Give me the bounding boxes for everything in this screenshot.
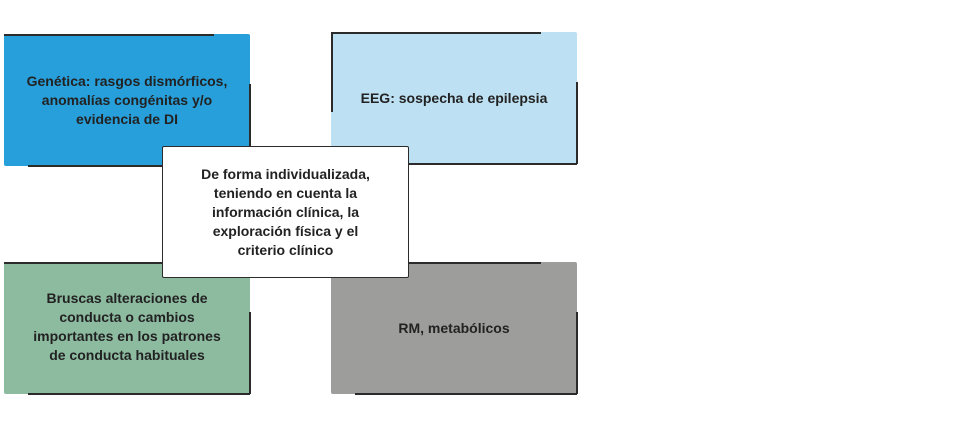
genetics-box-bottom-edge xyxy=(28,165,250,167)
behavior-box-top-edge xyxy=(4,262,164,264)
eeg-box-text: EEG: sospecha de epilepsia xyxy=(360,89,548,106)
rm-box-bottom-edge xyxy=(355,393,577,395)
center-box: De forma individualizada, teniendo en cu… xyxy=(162,146,409,278)
rm-box-right-edge xyxy=(576,312,578,394)
rm-box-top-edge xyxy=(409,262,541,264)
eeg-box-left-edge xyxy=(331,32,333,112)
genetics-box-top-edge xyxy=(4,34,214,36)
genetics-box: Genética: rasgos dismórficos, anomalías … xyxy=(4,34,250,166)
eeg-box-right-edge xyxy=(576,82,578,164)
rm-box-text: RM, metabólicos xyxy=(398,319,510,336)
behavior-box-bottom-edge xyxy=(28,393,250,395)
eeg-box: EEG: sospecha de epilepsia xyxy=(331,32,577,164)
genetics-box-right-edge xyxy=(249,84,251,166)
center-box-text: De forma individualizada, teniendo en cu… xyxy=(201,165,370,258)
eeg-box-bottom-edge xyxy=(355,163,577,165)
behavior-box-right-edge xyxy=(249,312,251,394)
eeg-box-top-edge xyxy=(331,32,541,34)
rm-box: RM, metabólicos xyxy=(331,262,577,394)
behavior-box-text: Bruscas alteraciones de conducta o cambi… xyxy=(33,289,221,363)
genetics-box-text: Genética: rasgos dismórficos, anomalías … xyxy=(26,72,228,127)
behavior-box: Bruscas alteraciones de conducta o cambi… xyxy=(4,262,250,394)
